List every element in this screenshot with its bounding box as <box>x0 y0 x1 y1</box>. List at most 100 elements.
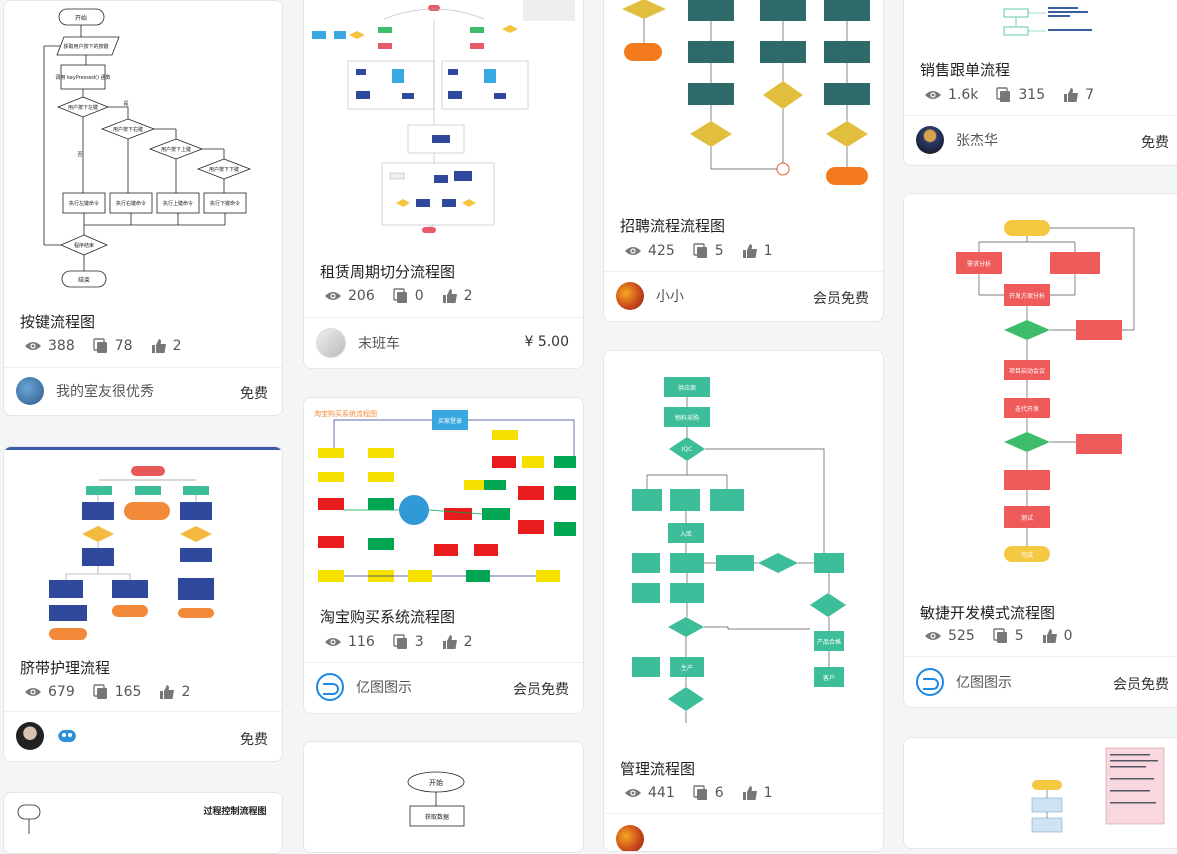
c7-done: 完成 <box>1021 551 1033 559</box>
flowchart-thumbnail <box>1031 747 1165 833</box>
eye-icon <box>25 688 41 696</box>
author-name[interactable]: 张杰华 <box>956 133 998 149</box>
author[interactable] <box>616 825 656 851</box>
card-stats: 441 6 1 <box>624 785 791 801</box>
author[interactable] <box>16 722 78 750</box>
author[interactable]: 我的室友很优秀 <box>16 377 154 405</box>
avatar[interactable] <box>16 377 44 405</box>
thumbs-up-icon <box>742 786 757 800</box>
template-card-guocheng[interactable]: 过程控制流程图 <box>3 792 283 854</box>
like-count[interactable]: 7 <box>1063 87 1094 103</box>
copy-icon <box>693 785 707 800</box>
card-thumbnail[interactable]: 供应商 物料采购 IQC 入库 产品合格 生产 客户 <box>604 351 883 746</box>
card-title[interactable]: 招聘流程流程图 <box>620 217 726 235</box>
card-thumbnail[interactable] <box>304 0 583 251</box>
flowchart-thumbnail: 淘宝购买系统流程图 买家登录 <box>314 409 576 582</box>
author-name[interactable]: 末班车 <box>358 336 400 352</box>
c0-exec-down: 执行下键命令 <box>210 200 240 207</box>
like-count[interactable]: 1 <box>742 243 773 259</box>
author-name[interactable]: 亿图图示 <box>956 675 1012 691</box>
like-count[interactable]: 0 <box>1042 628 1073 644</box>
author-name[interactable]: 我的室友很优秀 <box>56 384 154 400</box>
like-count[interactable]: 2 <box>159 684 190 700</box>
like-count[interactable]: 1 <box>742 785 773 801</box>
author-name[interactable]: 亿图图示 <box>356 680 412 696</box>
price-label: 会员免费 <box>813 291 869 307</box>
badge-icon <box>58 729 76 743</box>
like-count[interactable]: 2 <box>442 634 473 650</box>
divider <box>4 367 282 368</box>
eye-icon <box>325 638 341 646</box>
view-count: 425 <box>624 243 675 259</box>
card-thumbnail[interactable] <box>904 0 1177 53</box>
like-count[interactable]: 2 <box>151 338 181 354</box>
comment-count: 165 <box>93 684 141 700</box>
thumbs-up-icon <box>742 244 757 258</box>
price-label: ¥ 5.00 <box>524 334 569 350</box>
like-count[interactable]: 2 <box>442 288 473 304</box>
template-card-guanli[interactable]: 供应商 物料采购 IQC 入库 产品合格 生产 客户 管理流程图 441 6 1 <box>603 350 884 852</box>
card-thumbnail[interactable]: 开始 获取用户按下的按键 调用 keyPressed() 函数 用户按下左键 用… <box>4 1 282 301</box>
template-card-c10[interactable] <box>903 737 1177 849</box>
view-count: 116 <box>324 634 375 650</box>
avatar[interactable] <box>916 126 944 154</box>
comment-count: 3 <box>393 634 424 650</box>
author[interactable]: 末班车 <box>316 328 400 358</box>
author[interactable]: 亿图图示 <box>916 668 1012 696</box>
card-title[interactable]: 管理流程图 <box>620 760 696 778</box>
comment-count: 78 <box>93 338 133 354</box>
c7-iter: 迭代开发 <box>1015 405 1039 413</box>
card-thumbnail[interactable]: 淘宝购买系统流程图 买家登录 <box>304 398 583 598</box>
comment-count: 6 <box>693 785 724 801</box>
author-name[interactable]: 小小 <box>656 289 684 305</box>
author[interactable]: 小小 <box>616 282 684 310</box>
thumbs-up-icon <box>442 635 457 649</box>
price-label: 免费 <box>1141 135 1169 151</box>
card-stats: 679 165 2 <box>24 684 208 700</box>
edraw-logo-icon[interactable] <box>916 668 944 696</box>
avatar[interactable] <box>616 825 644 851</box>
copy-icon <box>693 243 707 258</box>
card-thumbnail[interactable] <box>4 447 282 648</box>
view-count: 388 <box>24 338 75 354</box>
card-thumbnail[interactable]: 需求分析 开发方案分析 项目启动会议 迭代开发 测试 完成 <box>904 194 1177 589</box>
c0-yes: 是 <box>123 101 128 107</box>
template-card-c9[interactable]: 开始 获取数据 <box>303 741 584 853</box>
template-card-qidai[interactable]: 脐带护理流程 679 165 2 免费 <box>3 446 283 762</box>
card-stats: 388 78 2 <box>24 338 199 354</box>
copy-icon <box>393 288 407 303</box>
c0-no: 否 <box>77 152 82 158</box>
author[interactable]: 张杰华 <box>916 126 998 154</box>
template-card-anjian[interactable]: 开始 获取用户按下的按键 调用 keyPressed() 函数 用户按下左键 用… <box>3 0 283 416</box>
flowchart-thumbnail <box>312 0 575 233</box>
copy-icon <box>996 87 1011 102</box>
template-card-zhaopin[interactable]: 招聘流程流程图 425 5 1 小小 会员免费 <box>603 0 884 322</box>
flowchart-thumbnail: 需求分析 开发方案分析 项目启动会议 迭代开发 测试 完成 <box>956 220 1135 562</box>
c9-start: 开始 <box>429 778 443 787</box>
price-label: 会员免费 <box>513 682 569 698</box>
c0-exec-right: 执行右键命令 <box>116 200 146 207</box>
eye-icon <box>325 292 341 300</box>
avatar[interactable] <box>316 328 346 358</box>
avatar[interactable] <box>16 722 44 750</box>
card-title[interactable]: 租赁周期切分流程图 <box>320 263 456 281</box>
thumbs-up-icon <box>151 339 166 353</box>
card-stats: 1.6k 315 7 <box>924 87 1112 103</box>
template-card-taobao[interactable]: 淘宝购买系统流程图 买家登录 淘宝购买系统流程图 116 3 2 <box>303 397 584 714</box>
card-title[interactable]: 敏捷开发模式流程图 <box>920 604 1056 622</box>
card-stats: 425 5 1 <box>624 243 791 259</box>
edraw-logo-icon[interactable] <box>316 673 344 701</box>
card-title[interactable]: 淘宝购买系统流程图 <box>320 608 456 626</box>
template-card-zulin[interactable]: 租赁周期切分流程图 206 0 2 末班车 ¥ 5.00 <box>303 0 584 369</box>
author[interactable]: 亿图图示 <box>316 673 412 701</box>
card-title[interactable]: 脐带护理流程 <box>20 659 111 677</box>
card-thumbnail[interactable] <box>604 0 883 201</box>
template-card-minjie[interactable]: 需求分析 开发方案分析 项目启动会议 迭代开发 测试 完成 敏捷开发模式流程图 … <box>903 193 1177 708</box>
template-card-xiaoshou[interactable]: 销售跟单流程 1.6k 315 7 张杰华 免费 <box>903 0 1177 166</box>
flowchart-thumbnail: 供应商 物料采购 IQC 入库 产品合格 生产 客户 <box>632 377 846 723</box>
eye-icon <box>625 789 641 797</box>
card-title[interactable]: 销售跟单流程 <box>920 61 1011 79</box>
card-title[interactable]: 按键流程图 <box>20 313 96 331</box>
flowchart-thumbnail <box>49 466 214 640</box>
avatar[interactable] <box>616 282 644 310</box>
